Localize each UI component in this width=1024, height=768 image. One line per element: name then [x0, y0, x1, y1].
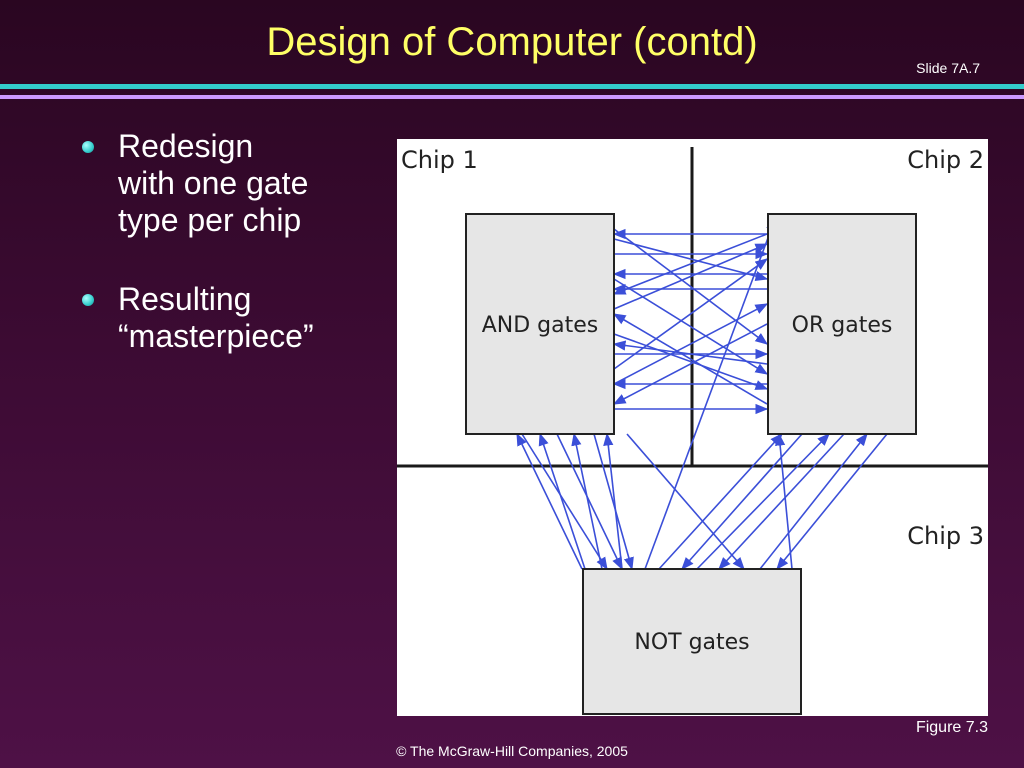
chip-diagram: Chip 1 Chip 2 Chip 3 — [397, 139, 988, 716]
wire — [538, 432, 586, 570]
wire — [613, 303, 769, 385]
wire — [613, 333, 769, 390]
wire-group — [516, 217, 888, 571]
chip-1-label: Chip 1 — [401, 146, 478, 174]
bullet-text: Redesign with one gate type per chip — [118, 128, 309, 238]
title-rule-cyan — [0, 84, 1024, 89]
or-gates-label: OR gates — [792, 313, 893, 338]
wire — [613, 238, 769, 282]
wire — [696, 433, 830, 570]
wire — [681, 433, 803, 570]
slide-number: Slide 7A.7 — [916, 60, 980, 76]
slide-title: Design of Computer (contd) — [266, 20, 758, 64]
wire — [612, 313, 768, 405]
wire — [776, 433, 888, 570]
wire — [571, 432, 603, 570]
and-gates-label: AND gates — [482, 313, 599, 338]
not-gates-label: NOT gates — [634, 630, 749, 655]
bullet-item: Resulting “masterpiece” — [80, 281, 380, 355]
wire — [775, 432, 793, 570]
and-gates-box — [465, 213, 615, 435]
wire — [613, 228, 769, 345]
bullet-item: Redesign with one gate type per chip — [80, 128, 380, 239]
or-gates-box — [767, 213, 917, 435]
copyright-footer: © The McGraw-Hill Companies, 2005 — [396, 743, 628, 759]
bullet-dot-icon — [82, 294, 94, 306]
wire — [613, 243, 769, 310]
wire — [612, 340, 768, 365]
wire — [612, 323, 768, 405]
bullet-dot-icon — [82, 141, 94, 153]
wire — [759, 432, 868, 570]
wire — [718, 433, 845, 570]
not-gates-box — [582, 568, 802, 715]
wire — [626, 433, 745, 570]
bullet-list: Redesign with one gate type per chip Res… — [80, 128, 380, 397]
wire — [521, 433, 608, 571]
wire — [644, 217, 776, 570]
wire — [613, 278, 769, 375]
wire — [612, 233, 768, 295]
wire — [613, 258, 769, 370]
figure-caption: Figure 7.3 — [915, 719, 988, 736]
wire — [603, 432, 623, 570]
wire — [658, 433, 783, 570]
wire — [556, 433, 623, 571]
wire — [593, 433, 634, 571]
wire — [516, 432, 583, 570]
title-rule-violet — [0, 95, 1024, 99]
chip-2-label: Chip 2 — [907, 146, 984, 174]
bullet-text: Resulting “masterpiece” — [118, 281, 314, 354]
chip-3-label: Chip 3 — [907, 522, 984, 550]
